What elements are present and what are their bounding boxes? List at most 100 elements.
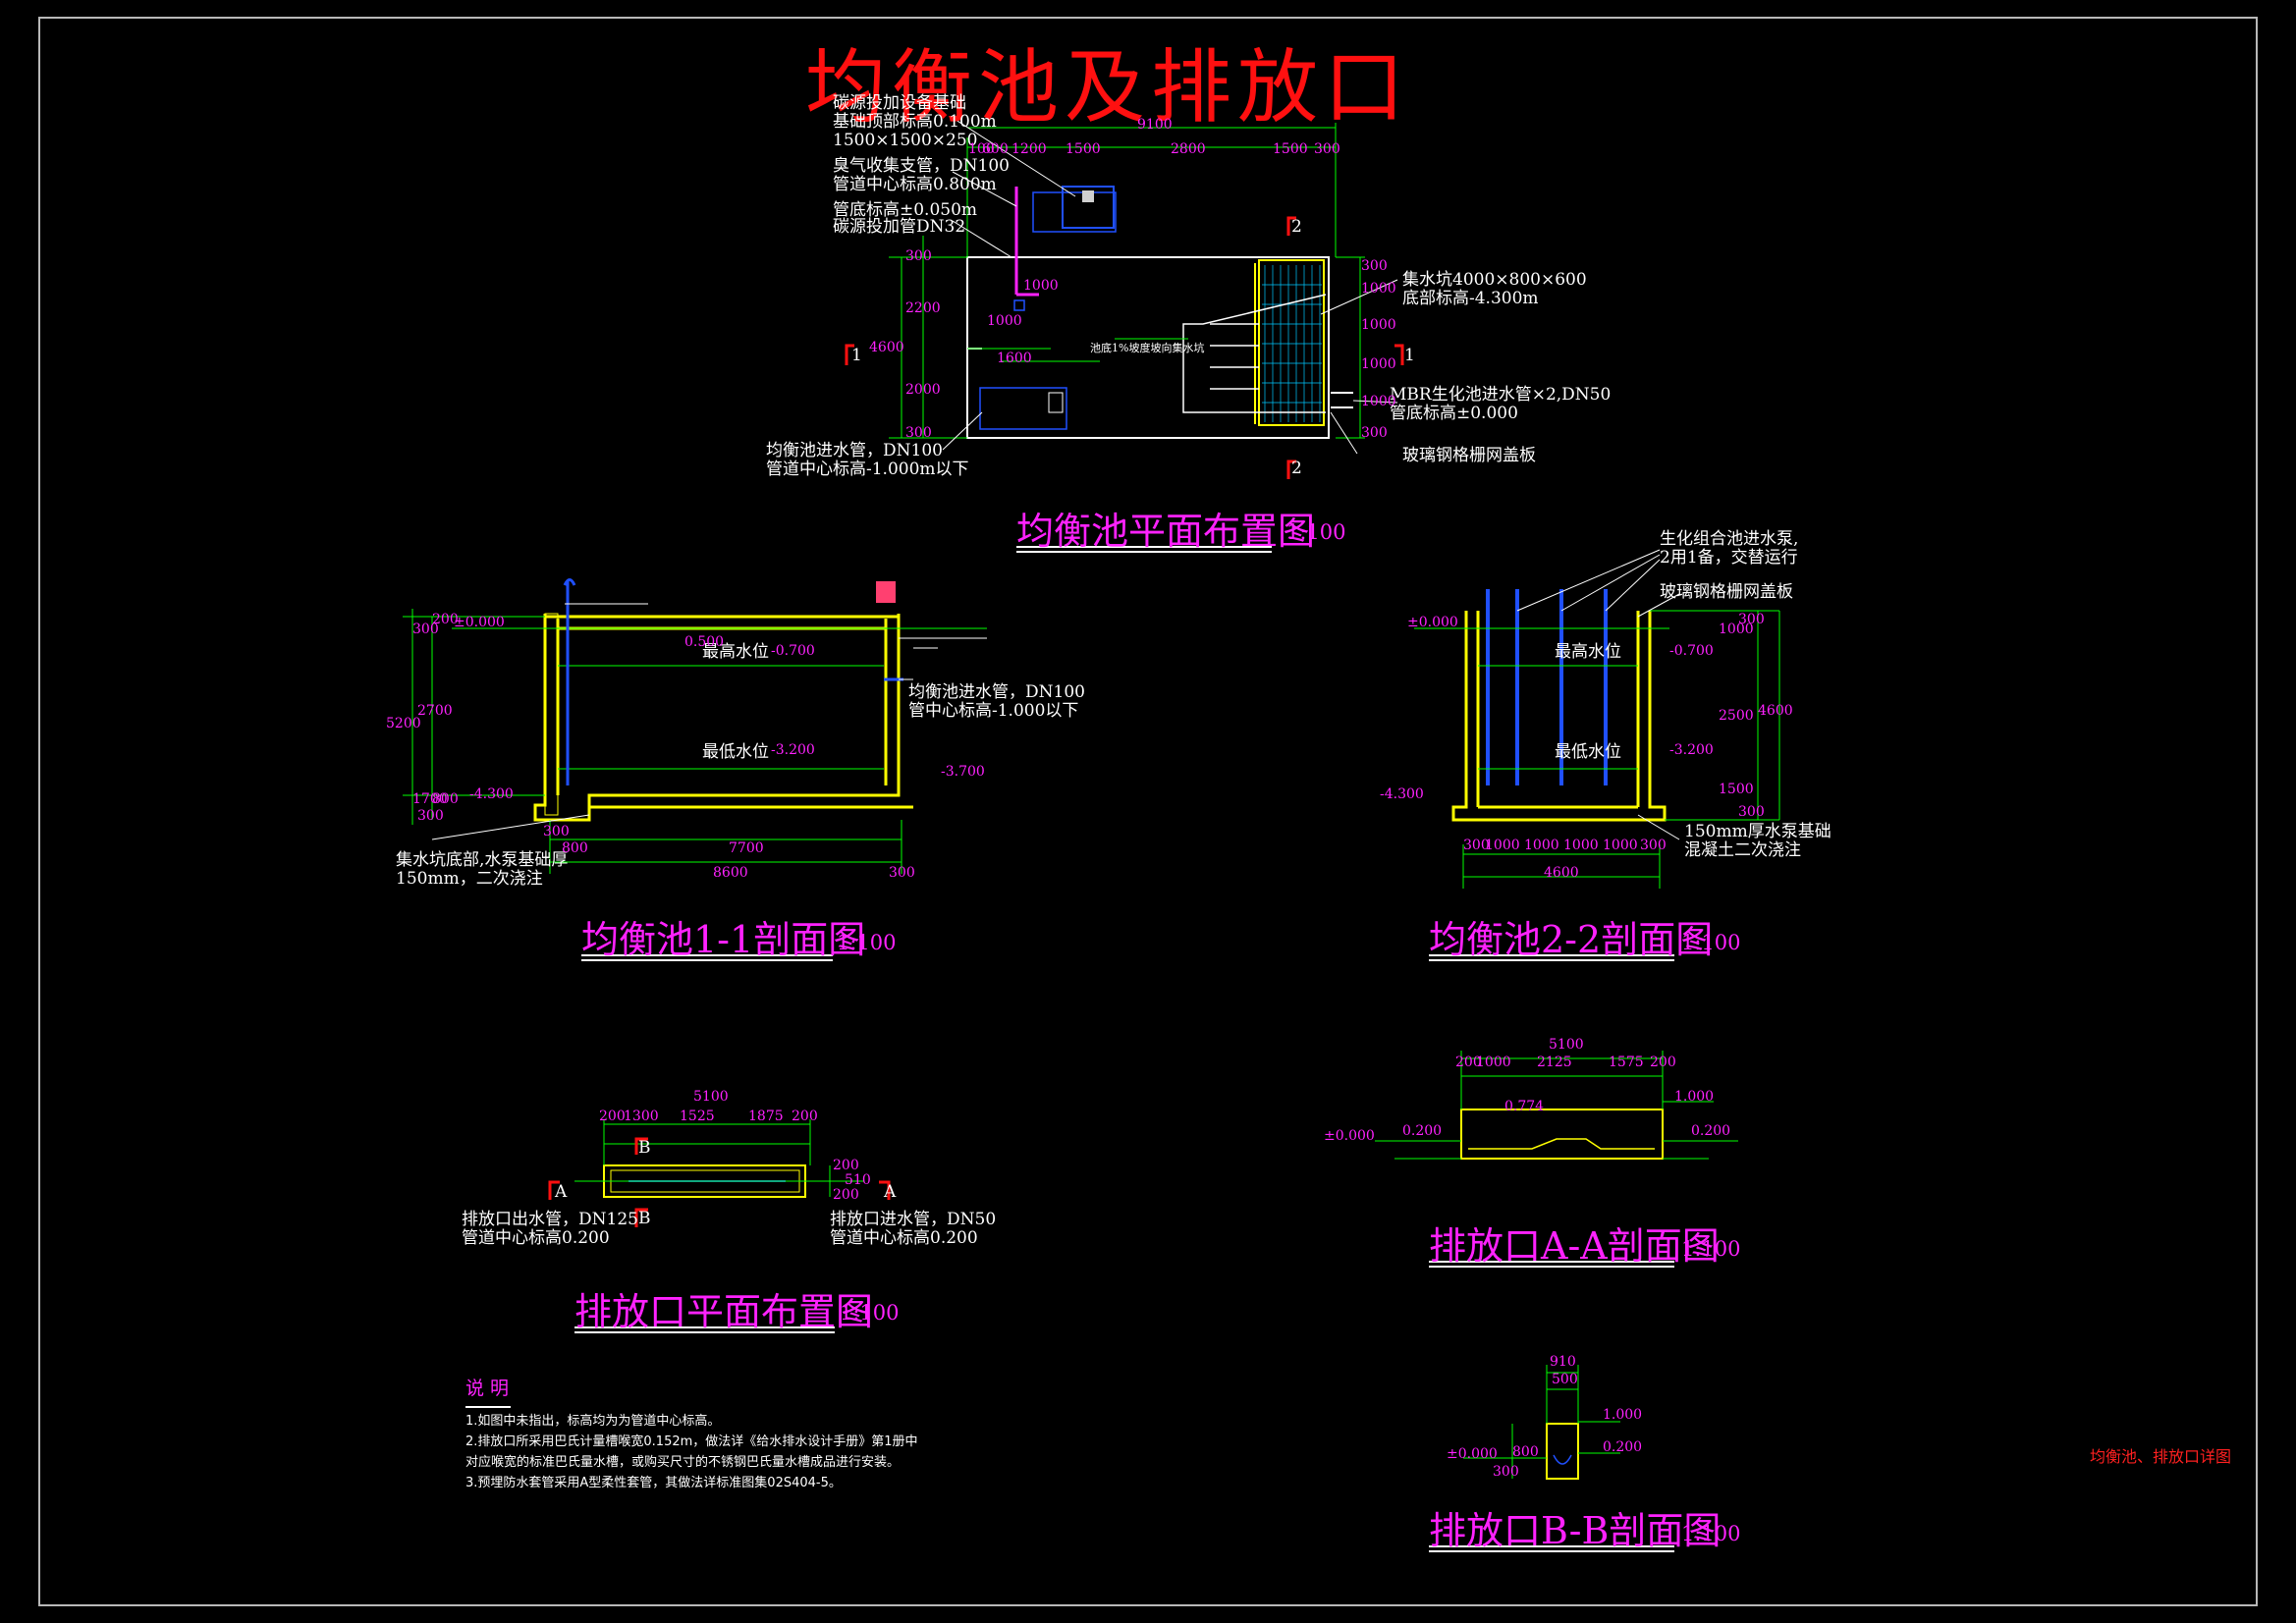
plan-dim: 1200 [1011,141,1047,157]
s11-note: 管中心标高-1.000以下 [908,701,1079,721]
notes-heading: 说 明 [465,1378,510,1399]
s22-dim: 300 [1738,804,1765,820]
aa-dim: 200 [1650,1055,1676,1070]
outlet-note: 排放口进水管，DN50 [830,1210,997,1229]
s22-dim: 1000 [1485,838,1520,853]
op-dim: 200 [833,1187,859,1203]
plan-note: 管底标高±0.050m [833,200,978,220]
bb-dim: ±0.000 [1447,1446,1498,1462]
section-mark-2: 2 [1291,459,1302,478]
s22-note: 最低水位 [1555,742,1621,762]
section-11-view [403,578,987,874]
s11-dim: 1700 [412,791,448,807]
s22-note: 混凝土二次浇注 [1684,840,1801,860]
plan-dim: 1500 [1273,141,1308,157]
outlet-bb-title: 排放口B-B剖面图 [1429,1509,1722,1552]
aa-dim: 1000 [1476,1055,1511,1070]
plan-dim: 2000 [905,382,941,398]
sheet-border [38,17,2258,1606]
op-dim: 1525 [680,1109,715,1124]
s11-dim: 300 [889,865,915,881]
op-dim: 200 [599,1109,626,1124]
s22-note: 生化组合池进水泵, [1660,529,1799,549]
plan-dim: 600 [982,141,1009,157]
grating-cover [1258,259,1325,426]
note-item: 3.预埋防水套管采用A型柔性套管，其做法详标准图集02S404-5。 [465,1476,842,1490]
s22-dim: -0.700 [1669,643,1714,659]
outlet-plan-view [548,1119,891,1227]
plan-note: 基础顶部标高0.100m [833,112,997,132]
plan-dim: 2800 [1171,141,1206,157]
s22-dim: 4600 [1758,703,1793,719]
s11-dim: 300 [412,622,439,637]
aa-dim: 200 [1455,1055,1482,1070]
plan-note: 均衡池进水管，DN100 [766,441,943,460]
plan-dim: 4600 [869,340,904,355]
s22-note: 2用1备，交替运行 [1660,548,1798,568]
op-dim: 1300 [624,1109,659,1124]
op-dim: 510 [845,1172,871,1188]
outlet-note: 排放口出水管，DN125 [462,1210,638,1229]
s11-dim: 800 [562,840,588,856]
s22-dim: 1000 [1563,838,1599,853]
plan-dim: 300 [1314,141,1340,157]
s11-dim: 800 [432,791,459,807]
s22-dim: 4600 [1544,865,1579,881]
aa-dim: 5100 [1549,1037,1584,1053]
plan-note: 管道中心标高-1.000m以下 [766,460,969,479]
s11-note: 150mm，二次浇注 [396,869,543,889]
outlet-note: 管道中心标高0.200 [462,1228,610,1248]
section-mark-1: 1 [1404,346,1415,365]
note-item: 对应喉宽的标准巴氏量水槽，或购买尺寸的不锈钢巴氏量水槽成品进行安装。 [465,1455,901,1470]
s11-dim: 2700 [417,703,453,719]
outlet-plan-scale: 1:100 [840,1301,900,1325]
aa-dim: 0.774 [1504,1099,1545,1114]
plan-dim: 300 [905,248,932,264]
plan-dim: 1000 [1361,394,1396,409]
drawing-code: 均衡池、排放口详图 [2090,1447,2232,1466]
aa-dim: 1575 [1609,1055,1644,1070]
outlet-aa-view [1375,1051,1738,1160]
note-item: 1.如图中未指出，标高均为为管道中心标高。 [465,1414,721,1429]
s22-dim: 300 [1640,838,1667,853]
outlet-note: 管道中心标高0.200 [830,1228,978,1248]
plan-dim: 1500 [1066,141,1101,157]
s11-dim: 5200 [386,716,421,731]
plan-dim: 1000 [1023,278,1059,294]
outlet-bb-view [1463,1365,1620,1480]
aa-dim: ±0.000 [1324,1128,1375,1144]
plan-dim: 1000 [1361,317,1396,333]
s11-dim: 300 [417,808,444,824]
plan-note: 碳源投加管DN32 [833,217,966,237]
bb-dim: 1.000 [1603,1407,1643,1423]
s11-dim: 0.500 [684,634,725,650]
s11-note: 集水坑底部,水泵基础厚 [396,850,569,870]
plan-note: 管道中心标高0.800m [833,175,997,194]
op-dim: 1875 [748,1109,784,1124]
drawing-title: 均衡池及排放口 [805,41,1411,135]
op-dim: 200 [833,1158,859,1173]
plan-dim: 300 [1361,425,1388,441]
plan-note: 底部标高-4.300m [1402,289,1539,308]
s11-dim: -0.700 [771,643,815,659]
aa-dim: 1.000 [1674,1089,1715,1105]
s11-dim: 300 [543,824,570,839]
outlet-bb-scale: 1:100 [1681,1522,1741,1545]
s11-dim: -3.700 [941,764,985,780]
plan-dim: 1600 [997,351,1032,366]
section-22-title: 均衡池2-2剖面图 [1429,918,1714,961]
bb-dim: 0.200 [1603,1439,1643,1455]
outlet-aa-scale: 1:100 [1681,1237,1741,1261]
section-11-scale: 1:100 [837,931,897,954]
plan-note: 集水坑4000×800×600 [1402,270,1587,290]
general-notes: 说 明 1.如图中未指出，标高均为为管道中心标高。 2.排放口所采用巴氏计量槽喉… [465,1379,918,1493]
s11-note: 最高水位 [702,642,769,662]
s22-note: 150mm厚水泵基础 [1684,822,1831,841]
aa-dim: 0.200 [1691,1123,1731,1139]
s22-dim: 300 [1463,838,1490,853]
plan-note: 碳源投加设备基础 [833,93,966,113]
outlet-aa-title: 排放口A-A剖面图 [1429,1224,1720,1268]
s11-dim: -3.200 [771,742,815,758]
section-mark-2: 2 [1291,217,1302,237]
